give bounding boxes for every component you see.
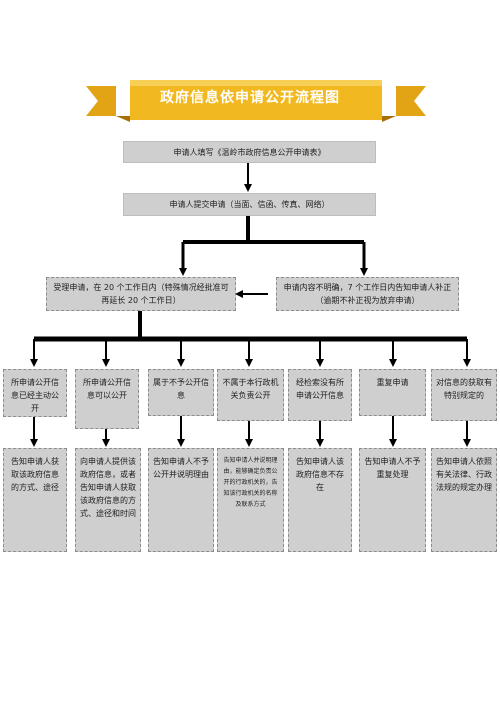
result-box: 告知申请人该政府信息不存在 <box>288 448 352 552</box>
result-box: 告知申请人获取该政府信息的方式、途径 <box>3 448 67 552</box>
accept-box: 受理申请，在 20 个工作日内（特殊情况经批准可再延长 20 个工作日） <box>46 277 236 311</box>
category-text: 不属于本行政机关负责公开 <box>222 378 279 400</box>
category-text: 属于不予公开信息 <box>153 378 209 400</box>
step-fill-form-text: 申请人填写《温岭市政府信息公开申请表》 <box>173 147 326 157</box>
category-box: 属于不予公开信息 <box>148 369 214 416</box>
diagram-title: 政府信息依申请公开流程图 <box>160 90 340 106</box>
result-text: 告知申请人该政府信息不存在 <box>296 457 344 492</box>
result-box: 告知申请人不予重复处理 <box>359 448 426 552</box>
result-box: 向申请人提供该政府信息，或者告知申请人获取该政府信息的方式、途径和时间 <box>75 448 141 552</box>
category-box: 不属于本行政机关负责公开 <box>217 369 284 421</box>
unclear-text: 申请内容不明确，7 个工作日内告知申请人补正（逾期不补正视为放弃申请） <box>283 283 452 305</box>
step-fill-form: 申请人填写《温岭市政府信息公开申请表》 <box>123 141 376 163</box>
category-box: 所申请公开信息可以公开 <box>75 369 139 429</box>
category-box: 对信息的获取有特别规定的 <box>431 369 497 421</box>
category-box: 经检索没有所申请公开信息 <box>288 369 352 421</box>
result-text: 向申请人提供该政府信息，或者告知申请人获取该政府信息的方式、途径和时间 <box>80 457 136 518</box>
result-box: 告知申请人不予公开并说明理由 <box>148 448 214 552</box>
step-submit-text: 申请人提交申请（当面、信函、传真、网络） <box>169 200 330 209</box>
category-text: 重复申请 <box>376 378 409 387</box>
accept-text: 受理申请，在 20 个工作日内（特殊情况经批准可再延长 20 个工作日） <box>53 283 229 305</box>
category-box: 所申请公开信息已经主动公开 <box>3 369 67 417</box>
step-submit: 申请人提交申请（当面、信函、传真、网络） <box>123 193 376 216</box>
title-banner <box>86 80 426 122</box>
result-text: 告知申请人依照有关法律、行政法规的规定办理 <box>436 457 492 492</box>
result-text: 告知申请人不予公开并说明理由 <box>153 457 209 479</box>
category-text: 经检索没有所申请公开信息 <box>296 378 344 400</box>
result-text: 告知申请人获取该政府信息的方式、途径 <box>11 457 59 492</box>
result-text: 告知申请人不予重复处理 <box>364 457 421 479</box>
unclear-box: 申请内容不明确，7 个工作日内告知申请人补正（逾期不补正视为放弃申请） <box>276 277 459 311</box>
category-text: 对信息的获取有特别规定的 <box>436 378 492 400</box>
category-text: 所申请公开信息已经主动公开 <box>11 378 59 413</box>
category-box: 重复申请 <box>359 369 426 416</box>
category-text: 所申请公开信息可以公开 <box>83 378 131 400</box>
result-text: 告知申请人并说明理由，能够确定负责公开的行政机关的，告知该行政机关的名称及联系方… <box>223 457 278 508</box>
result-box: 告知申请人依照有关法律、行政法规的规定办理 <box>431 448 497 552</box>
result-box: 告知申请人并说明理由，能够确定负责公开的行政机关的，告知该行政机关的名称及联系方… <box>217 448 284 552</box>
